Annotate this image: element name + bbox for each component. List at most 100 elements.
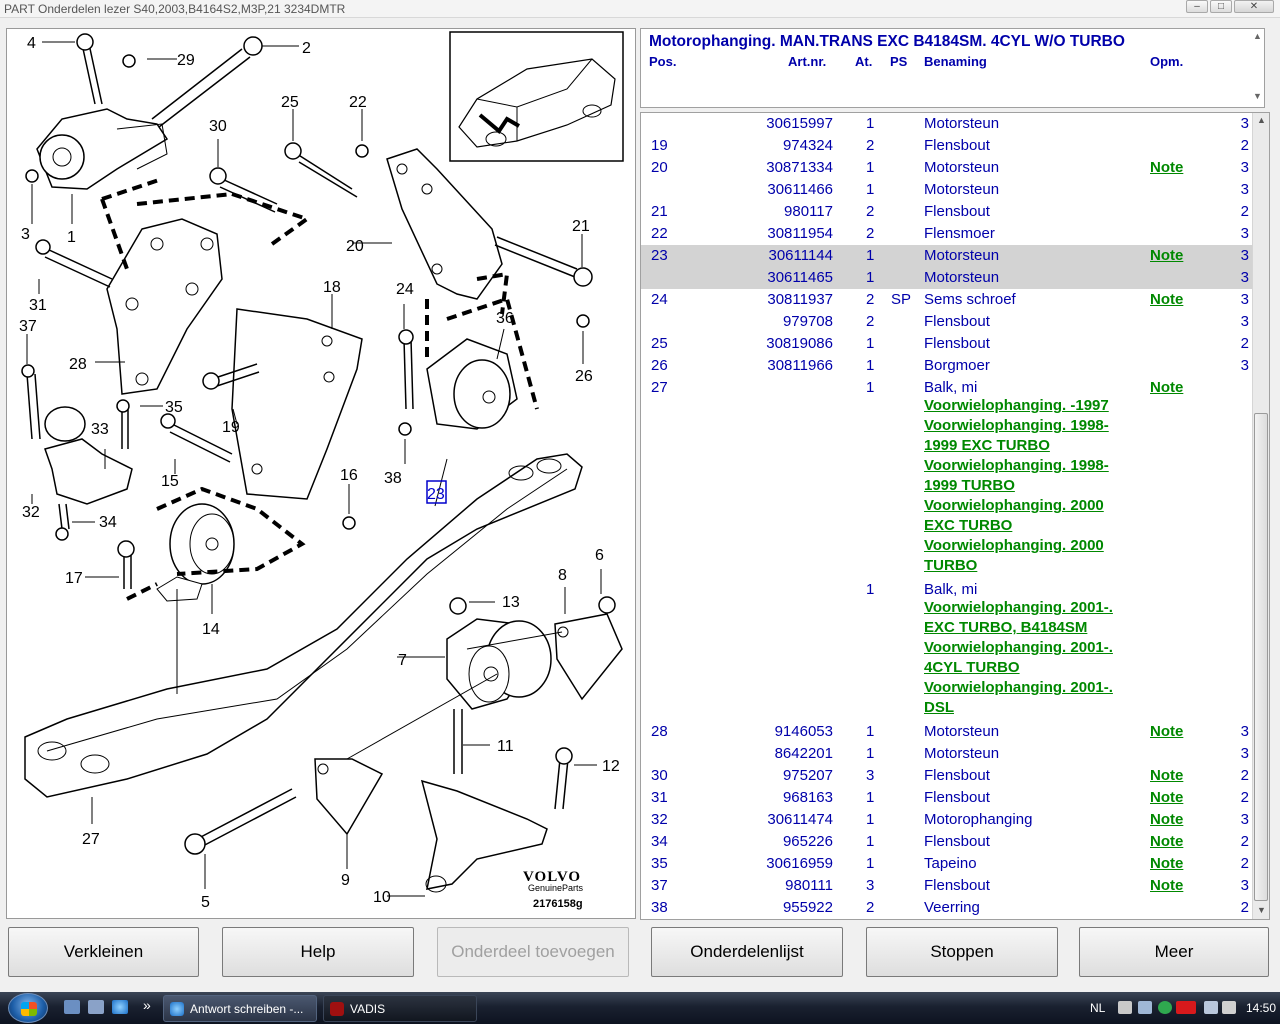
callout[interactable]: 35 — [165, 399, 183, 416]
monitor-icon[interactable] — [1204, 1001, 1218, 1014]
suspension-link[interactable]: TURBO — [924, 557, 978, 574]
suspension-link[interactable]: EXC TURBO, B4184SM — [924, 619, 1088, 636]
suspension-link[interactable]: Voorwielophanging. 2000 — [924, 497, 1104, 514]
ie-icon[interactable] — [112, 1000, 128, 1014]
callout[interactable]: 16 — [340, 467, 358, 484]
scroll-up-icon[interactable]: ▲ — [1253, 31, 1262, 41]
suspension-link[interactable]: 1999 EXC TURBO — [924, 437, 1050, 454]
callout[interactable]: 8 — [558, 567, 567, 584]
suspension-link[interactable]: Voorwielophanging. 1998- — [924, 457, 1109, 474]
engine-mount-20[interactable] — [386, 148, 503, 300]
callout[interactable]: 38 — [384, 470, 402, 487]
show-desktop-icon[interactable] — [64, 1000, 80, 1014]
clock[interactable]: 14:50 — [1246, 1001, 1277, 1015]
suspension-link[interactable]: Voorwielophanging. 2001-. — [924, 599, 1113, 616]
suspension-link[interactable]: DSL — [924, 699, 954, 716]
scroll-up-icon[interactable]: ▲ — [1257, 115, 1266, 125]
more-button[interactable]: Meer — [1079, 927, 1269, 977]
suspension-link[interactable]: Voorwielophanging. 1998- — [924, 417, 1109, 434]
note-link[interactable]: Note — [1150, 723, 1184, 740]
stop-button[interactable]: Stoppen — [866, 927, 1058, 977]
engine-mount-36[interactable] — [426, 338, 518, 430]
callout[interactable]: 3 — [21, 226, 30, 243]
callout[interactable]: 33 — [91, 421, 109, 438]
more-quicklaunch-icon[interactable]: » — [143, 997, 151, 1013]
suspension-link[interactable]: Voorwielophanging. 2001-. — [924, 679, 1113, 696]
callout[interactable]: 30 — [209, 118, 227, 135]
callout[interactable]: 13 — [502, 594, 520, 611]
shield-8[interactable] — [554, 613, 623, 701]
callout-selected[interactable]: 23 — [427, 486, 445, 503]
parts-list-button[interactable]: Onderdelenlijst — [651, 927, 843, 977]
engine-mount-7[interactable] — [446, 618, 552, 710]
note-link[interactable]: Note — [1150, 291, 1184, 308]
callout[interactable]: 34 — [99, 514, 117, 531]
bracket-10[interactable] — [420, 779, 548, 890]
note-link[interactable]: Note — [1150, 247, 1184, 264]
switch-windows-icon[interactable] — [88, 1000, 104, 1014]
callout[interactable]: 10 — [373, 889, 391, 906]
scroll-down-icon[interactable]: ▼ — [1257, 905, 1266, 915]
callout[interactable]: 32 — [22, 504, 40, 521]
shield-9[interactable] — [314, 758, 384, 836]
engine-mount-18[interactable] — [231, 308, 363, 500]
parts-scrollbar[interactable]: ▲ ▼ — [1252, 113, 1269, 919]
volume-icon[interactable] — [1222, 1001, 1236, 1014]
close-button[interactable]: ✕ — [1234, 0, 1274, 13]
note-link[interactable]: Note — [1150, 767, 1184, 784]
scroll-thumb[interactable] — [1254, 413, 1268, 901]
callout[interactable]: 28 — [69, 356, 87, 373]
help-button[interactable]: Help — [222, 927, 414, 977]
task-vadis[interactable]: VADIS — [323, 995, 477, 1022]
engine-mount-14[interactable] — [156, 503, 235, 602]
callout[interactable]: 18 — [323, 279, 341, 296]
scroll-down-icon[interactable]: ▼ — [1253, 91, 1262, 101]
suspension-link[interactable]: Voorwielophanging. 2001-. — [924, 639, 1113, 656]
callout[interactable]: 7 — [398, 652, 407, 669]
suspension-link[interactable]: Voorwielophanging. -1997 — [924, 397, 1109, 414]
note-link[interactable]: Note — [1150, 789, 1184, 806]
callout[interactable]: 22 — [349, 94, 367, 111]
language-indicator[interactable]: NL — [1090, 1001, 1106, 1015]
callout[interactable]: 24 — [396, 281, 414, 298]
suspension-link[interactable]: 4CYL TURBO — [924, 659, 1020, 676]
callout[interactable]: 37 — [19, 318, 37, 335]
maximize-button[interactable]: □ — [1210, 0, 1232, 13]
callout[interactable]: 20 — [346, 238, 364, 255]
callout[interactable]: 4 — [27, 35, 36, 52]
callout[interactable]: 9 — [341, 872, 350, 889]
callout[interactable]: 1 — [67, 229, 76, 246]
engine-mount-28[interactable] — [106, 218, 223, 395]
callout[interactable]: 25 — [281, 94, 299, 111]
callout[interactable]: 19 — [222, 419, 240, 436]
task-antwort[interactable]: Antwort schreiben -... — [163, 995, 317, 1022]
callout[interactable]: 36 — [496, 310, 514, 327]
engine-mount-32[interactable] — [44, 406, 133, 505]
subframe-27[interactable] — [24, 453, 583, 798]
verkleinen-button[interactable]: Verkleinen — [8, 927, 199, 977]
ati-icon[interactable] — [1176, 1001, 1196, 1014]
callout[interactable]: 6 — [595, 547, 604, 564]
callout[interactable]: 14 — [202, 621, 220, 638]
callout[interactable]: 31 — [29, 297, 47, 314]
note-link[interactable]: Note — [1150, 379, 1184, 396]
callout[interactable]: 29 — [177, 52, 195, 69]
